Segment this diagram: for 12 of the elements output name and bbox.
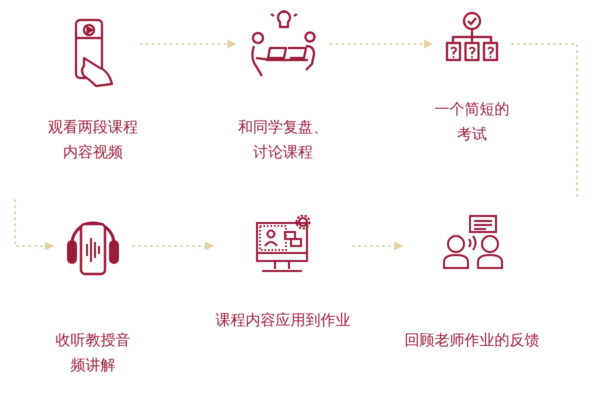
step-label: 回顾老师作业的反馈 bbox=[404, 331, 540, 351]
arrow bbox=[352, 242, 404, 250]
step-label: 课程内容应用到作业 bbox=[215, 311, 351, 331]
step-label: 观看两段课程内容视频 bbox=[48, 118, 138, 163]
arrow bbox=[140, 40, 237, 48]
arrow bbox=[14, 199, 54, 250]
arrow bbox=[132, 242, 214, 250]
connector-line bbox=[511, 43, 578, 197]
arrow bbox=[330, 40, 434, 48]
step-label: 一个简短的考试 bbox=[434, 100, 510, 145]
step-label: 和同学复盘、讨论课程 bbox=[238, 118, 328, 163]
step-label: 收听教授音频讲解 bbox=[55, 331, 131, 376]
